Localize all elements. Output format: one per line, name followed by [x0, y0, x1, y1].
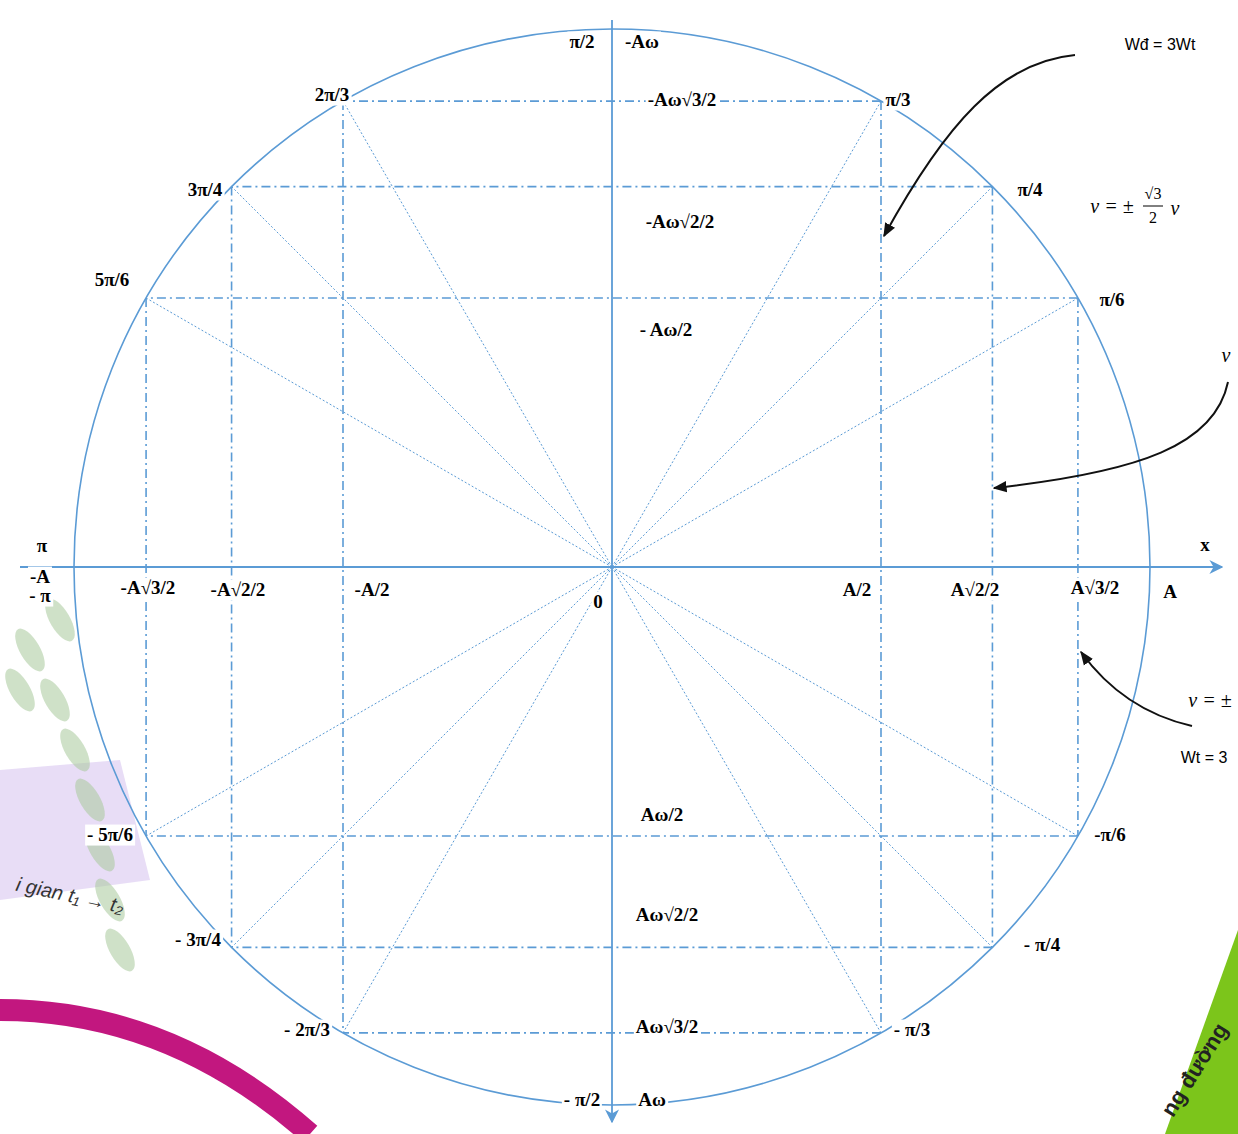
angle-label: - π/2: [562, 1090, 602, 1111]
velocity-label: -Aω√3/2: [646, 90, 719, 111]
radius-line: [612, 567, 881, 1033]
radius-line: [343, 101, 612, 567]
angle-label: - 2π/3: [282, 1020, 332, 1041]
laurel-leaf: [69, 774, 110, 826]
angle-label: π/6: [1097, 290, 1126, 311]
angle-label: - π/4: [1022, 935, 1062, 956]
angle-label: - 3π/4: [173, 930, 223, 951]
laurel-leaf: [54, 724, 95, 776]
angle-label: 2π/3: [313, 85, 352, 106]
callout-arrow: [884, 55, 1075, 236]
energy-note: Wđ = 3Wt: [1123, 36, 1198, 54]
watermark-arc: [0, 1010, 310, 1134]
radius-line: [146, 298, 612, 567]
radius-line: [612, 101, 881, 567]
radius-line: [612, 567, 992, 947]
laurel-leaf: [34, 674, 75, 726]
velocity-formula: v = ±: [1186, 689, 1233, 711]
angle-label: - 5π/6: [85, 825, 135, 846]
radius-line: [612, 298, 1078, 567]
velocity-label: Aω/2: [639, 805, 685, 826]
angle-label: π/2: [567, 32, 596, 53]
laurel-leaf: [0, 664, 41, 716]
angle-label: 5π/6: [93, 270, 132, 291]
angle-label: - π/3: [892, 1020, 932, 1041]
position-label: A/2: [841, 580, 874, 601]
velocity-formula: v = ±: [1088, 195, 1135, 217]
watermark: [0, 594, 1238, 1134]
radius-line: [232, 567, 612, 947]
velocity-label: -Aω: [623, 32, 661, 53]
velocity-label: Aω√2/2: [634, 905, 700, 926]
velocity-label: Aω√3/2: [634, 1017, 700, 1038]
position-label: -A/2: [353, 580, 392, 601]
position-label: 0: [591, 592, 605, 613]
axis-label: x: [1198, 535, 1212, 556]
radius-line: [232, 187, 612, 567]
laurel-leaf: [9, 624, 50, 676]
angle-label: -π/6: [1092, 825, 1128, 846]
position-label: -A: [28, 567, 52, 588]
angle-label: π/4: [1015, 180, 1044, 201]
position-label: -A√2/2: [209, 580, 268, 601]
laurel-leaf: [99, 924, 140, 976]
velocity-label: -Aω√2/2: [644, 212, 717, 233]
velocity-formula: v: [1169, 197, 1182, 219]
radius-line: [612, 187, 992, 567]
energy-note: Wt = 3: [1179, 749, 1230, 767]
angle-label: π/3: [883, 90, 912, 111]
radius-line: [343, 567, 612, 1033]
velocity-label: Aω: [636, 1090, 668, 1111]
fraction-bar: [1143, 206, 1163, 207]
angle-label: - π: [27, 586, 53, 607]
callout-arrow: [994, 382, 1228, 488]
x-axis: [20, 566, 1222, 568]
velocity-formula: v: [1220, 344, 1233, 366]
velocity-axis: [611, 20, 613, 1122]
angle-label: 3π/4: [186, 180, 225, 201]
position-label: A√2/2: [949, 580, 1001, 601]
position-label: A√3/2: [1069, 578, 1121, 599]
formula-numerator: √3: [1143, 185, 1164, 203]
formula-denominator: 2: [1147, 209, 1159, 227]
radius-line: [612, 567, 1078, 836]
radius-line: [146, 567, 612, 836]
position-label: A: [1161, 582, 1179, 603]
angle-label: π: [35, 536, 49, 557]
velocity-label: - Aω/2: [638, 320, 694, 341]
callout-arrow: [1081, 652, 1192, 726]
position-label: -A√3/2: [119, 578, 178, 599]
